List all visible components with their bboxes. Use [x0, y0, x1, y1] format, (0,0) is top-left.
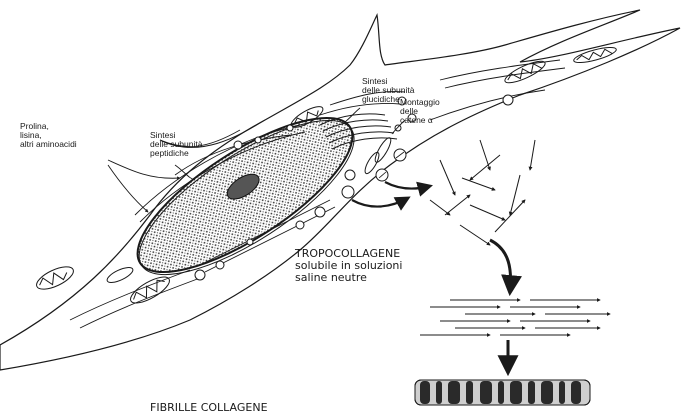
label-collagen-fibrils: FIBRILLE COLLAGENE: [150, 402, 268, 414]
collagen-fibril: [415, 380, 590, 405]
label-tropocollagen: TROPOCOLLAGENE solubile in soluzioni sal…: [295, 248, 402, 284]
process-arrows: [490, 240, 511, 372]
endoplasmic-reticulum: [70, 60, 565, 328]
label-chain-assembly: Montaggio delle catene α: [400, 98, 440, 125]
staggered-molecules: [420, 300, 610, 335]
cell-outline: [0, 10, 680, 370]
label-amino-acids: Prolina, lisina, altri aminoacidi: [20, 122, 77, 149]
label-peptide-synthesis: Sintesi delle subunità peptidiche: [150, 131, 202, 158]
secretion-arrows: [352, 182, 430, 207]
tropocollagen-molecules: [430, 140, 535, 245]
